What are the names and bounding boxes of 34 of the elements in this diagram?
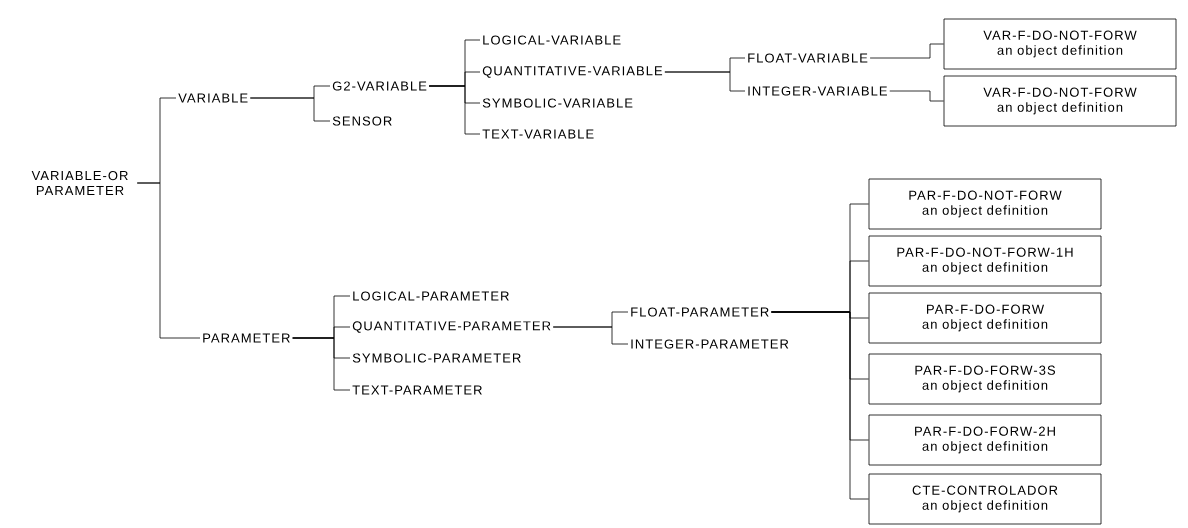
class-label: VARIABLE: [178, 93, 248, 103]
class-label: INTEGER-PARAMETER: [631, 339, 789, 349]
tree-connector: [428, 85, 481, 135]
class-label: INTEGER-VARIABLE: [748, 86, 887, 96]
object-definition-box: PAR-F-DO-NOT-FORW an object definition: [868, 178, 1102, 230]
tree-connector: [136, 182, 201, 339]
object-definition-box: PAR-F-DO-NOT-FORW-1H an object definition: [868, 235, 1102, 287]
class-label: LOGICAL-VARIABLE: [483, 35, 621, 45]
object-definition-box: PAR-F-DO-FORW-3S an object definition: [868, 353, 1102, 405]
class-label: QUANTITATIVE-VARIABLE: [482, 66, 663, 78]
class-label: VARIABLE-OR PARAMETER: [31, 170, 128, 196]
tree-connector: [249, 97, 331, 122]
class-label: TEXT-PARAMETER: [352, 385, 482, 395]
class-label: SENSOR: [332, 116, 392, 126]
object-definition-box: PAR-F-DO-FORW-2H an object definition: [868, 414, 1102, 466]
tree-connector: [869, 43, 944, 59]
class-label: SYMBOLIC-VARIABLE: [482, 98, 633, 108]
class-label: G2-VARIABLE: [332, 81, 427, 91]
object-definition-box: CTE-CONTROLADOR an object definition: [868, 473, 1102, 525]
object-definition-box: VAR-F-DO-NOT-FORW an object definition: [943, 75, 1177, 127]
class-label: QUANTITATIVE-PARAMETER: [352, 321, 551, 333]
class-label: SYMBOLIC-PARAMETER: [352, 353, 521, 363]
class-label: TEXT-VARIABLE: [482, 129, 594, 139]
tree-connector: [552, 326, 629, 345]
class-label: FLOAT-VARIABLE: [748, 53, 868, 63]
object-definition-box: VAR-F-DO-NOT-FORW an object definition: [943, 18, 1177, 70]
class-label: LOGICAL-PARAMETER: [353, 291, 509, 301]
class-label: PARAMETER: [203, 333, 290, 343]
tree-connector: [292, 337, 351, 391]
tree-connector: [889, 90, 944, 102]
object-definition-box: PAR-F-DO-FORW an object definition: [868, 292, 1102, 344]
class-label: FLOAT-PARAMETER: [631, 307, 769, 317]
tree-connector: [771, 311, 869, 500]
tree-connector: [664, 71, 746, 92]
